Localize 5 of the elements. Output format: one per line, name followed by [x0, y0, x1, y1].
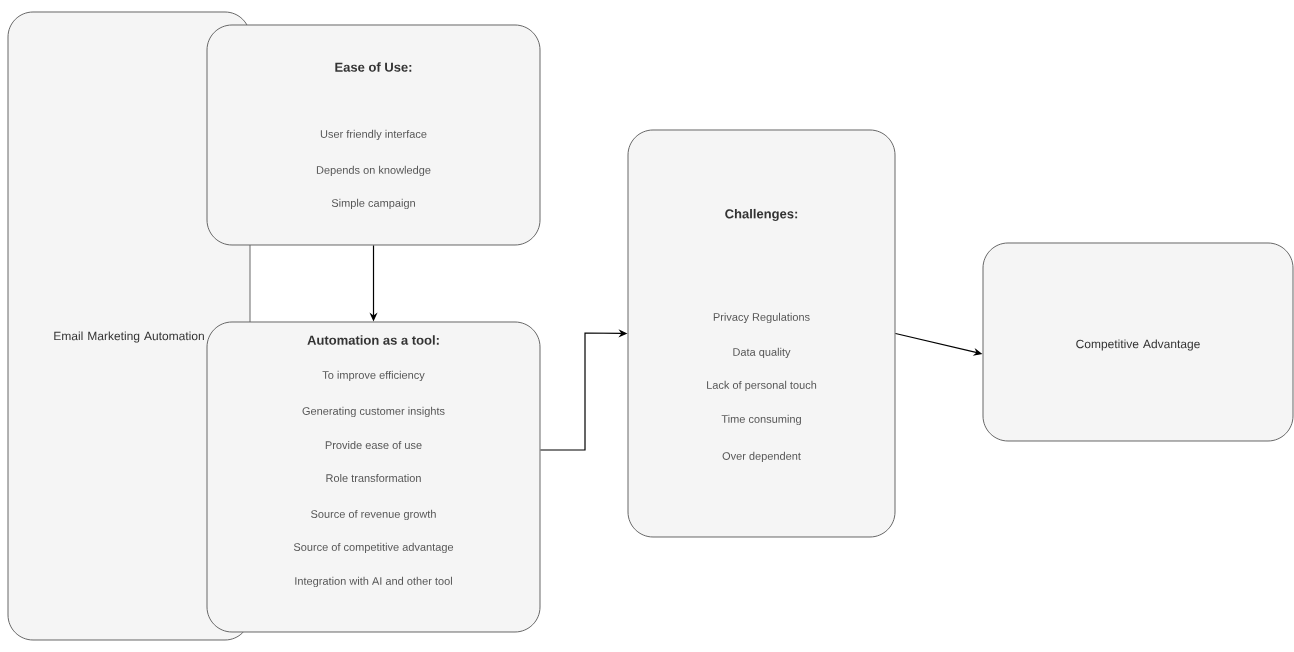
node-label: Email Marketing Automation	[54, 331, 204, 343]
rounded-box: Automation as a tool: To improve efficiency Generating customer insights Provide ease of use Role transformation Source of revenue growth Source of competitive advantage Integration with AI and other tool	[206, 321, 541, 633]
rounded-box: Challenges: Privacy Regulations Data quality Lack of personal touch Time consuming Over dependent	[627, 129, 896, 538]
rounded-box: Competitive Advantage	[982, 242, 1294, 442]
rounded-box: Ease of Use: User friendly interface Depends on knowledge Simple campaign	[206, 24, 541, 246]
